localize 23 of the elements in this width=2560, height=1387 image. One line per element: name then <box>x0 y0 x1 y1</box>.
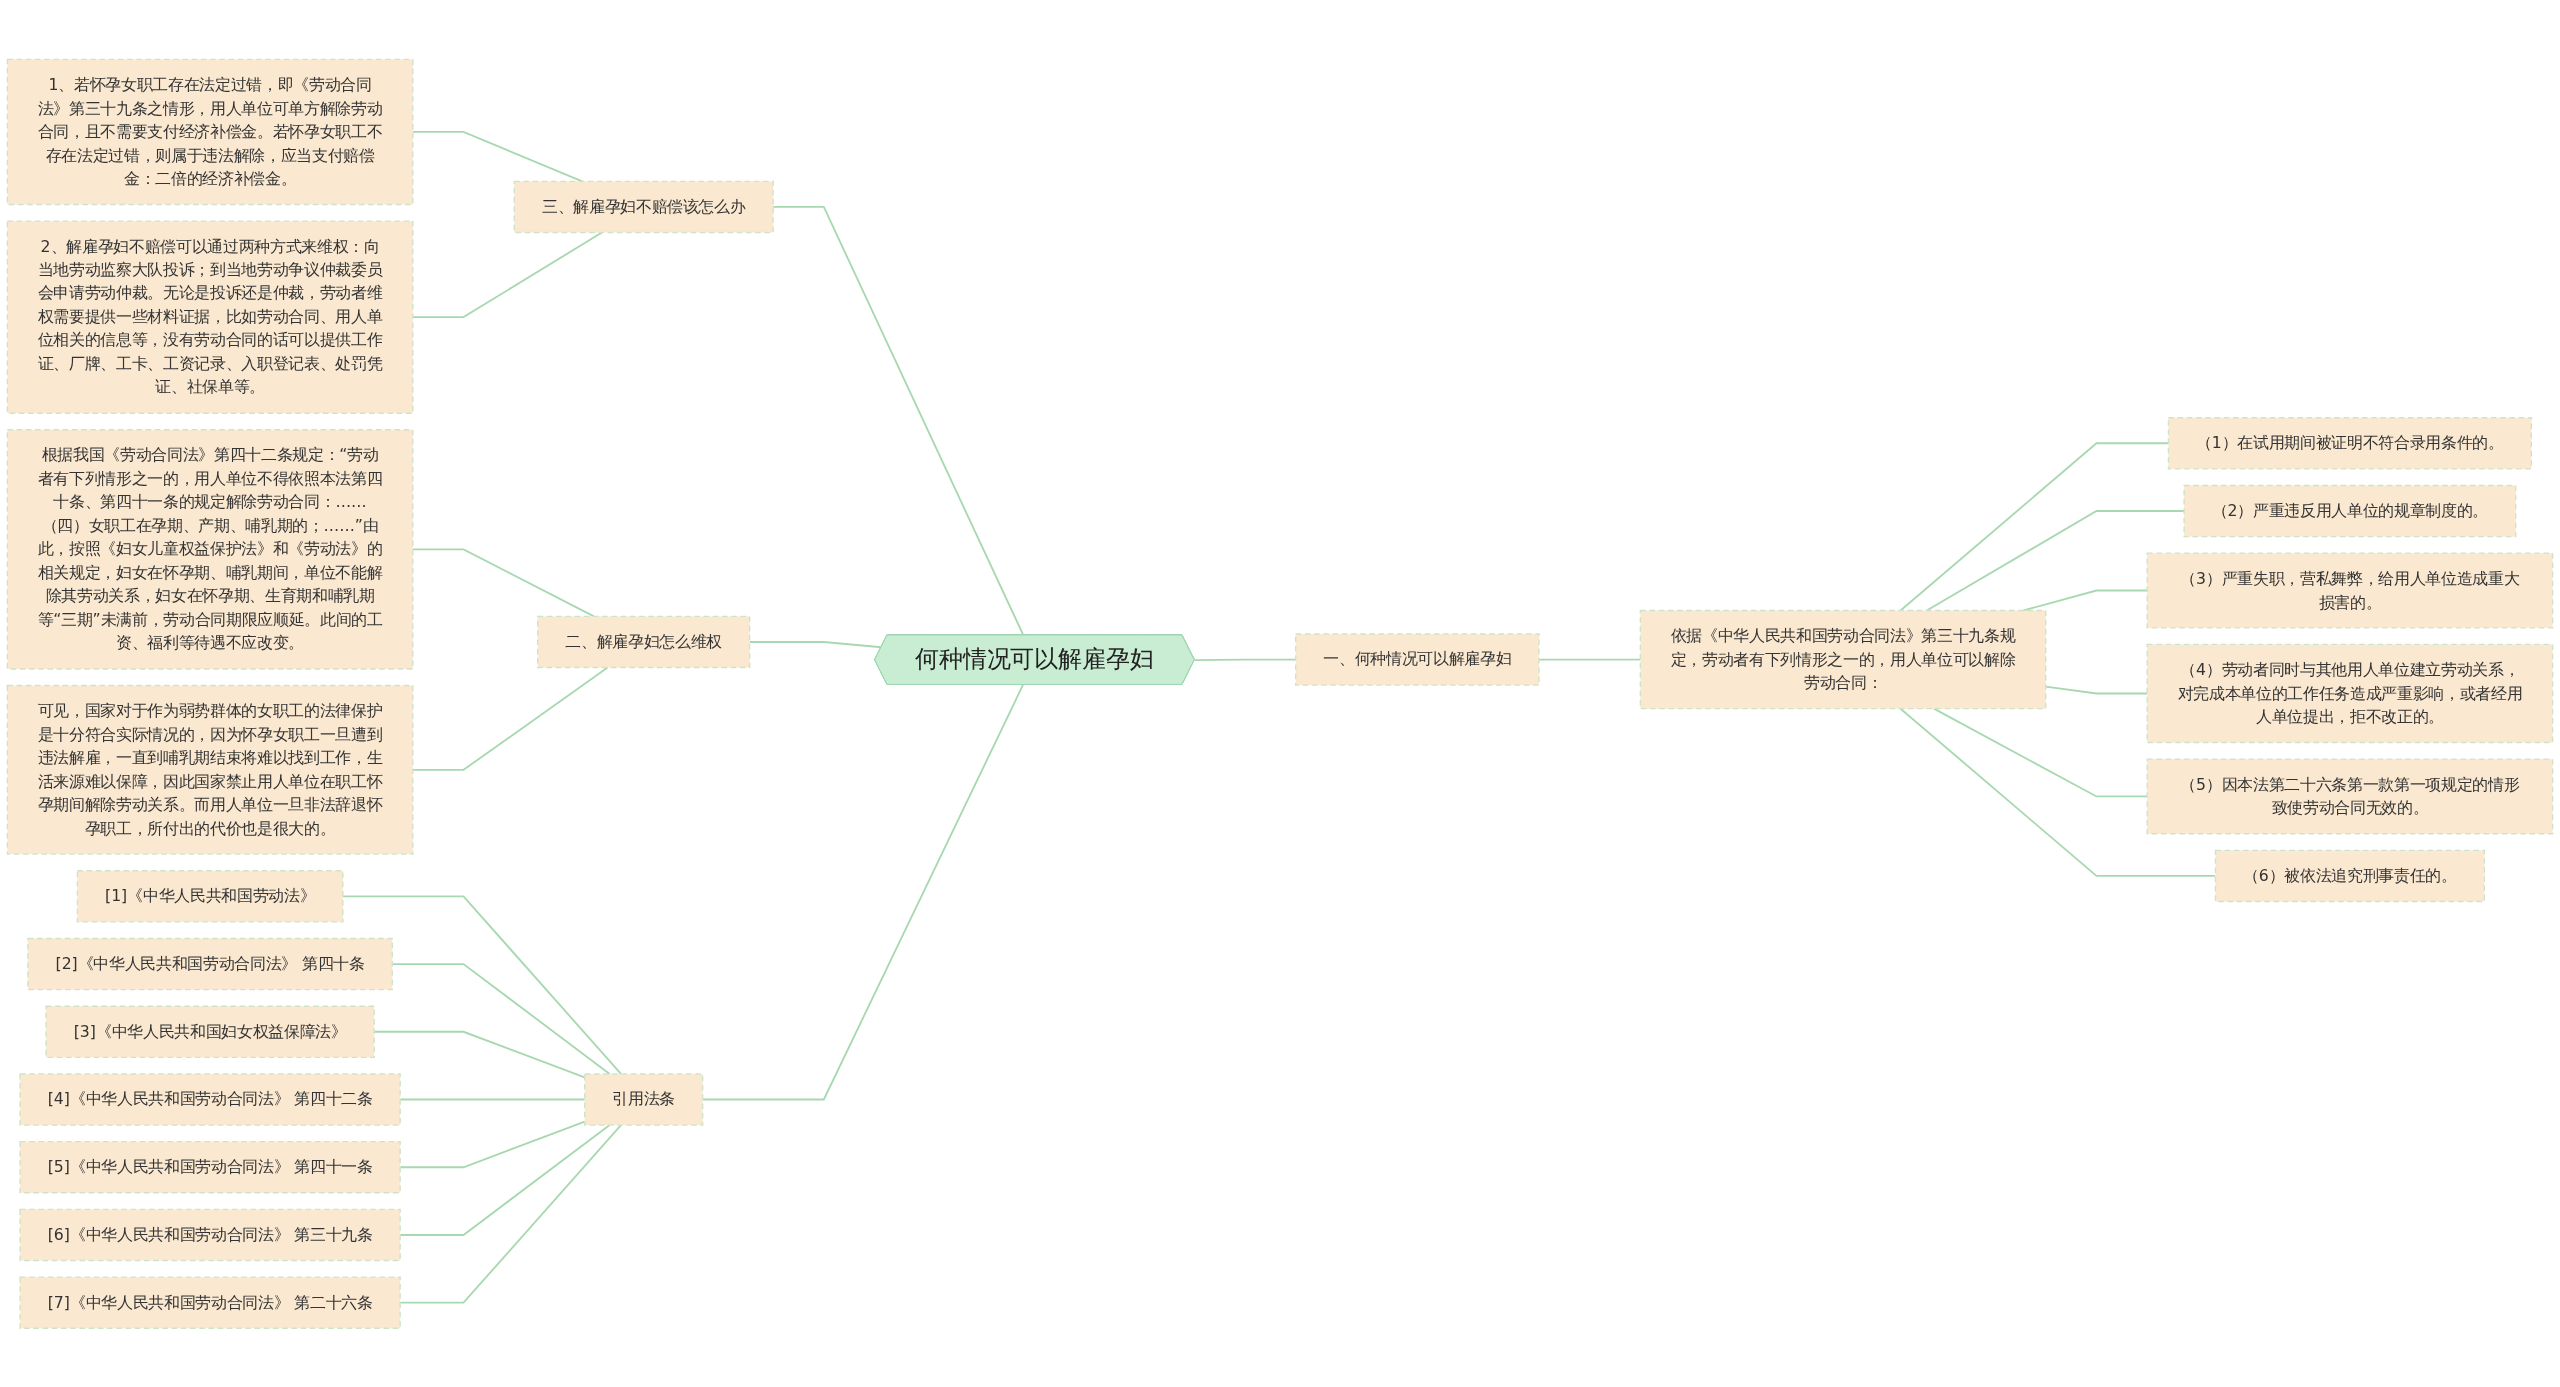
node-box: [6]《中华人民共和国劳动合同法》 第三十九条 <box>19 1208 401 1261</box>
node-box: 2、解雇孕妇不赔偿可以通过两种方式来维权：向当地劳动监察大队投诉；到当地劳动争议仲裁委员会申请劳动仲裁。无论是投诉还是仲裁，劳动者维权需要提供一些材料证据，比如劳动合同、用人单位相关的信息等，没有劳动合同的话可以提供工作证、厂牌、工卡、工资记录、入职登记表、处罚凭证、社保单等。 <box>6 220 414 414</box>
node-box: 依据《中华人民共和国劳动合同法》第三十九条规定，劳动者有下列情形之一的，用人单位可以解除劳动合同： <box>1639 609 2047 710</box>
connector <box>1925 509 2185 612</box>
node-box: 1、若怀孕女职工存在法定过错，即《劳动合同法》第三十九条之情形，用人单位可单方解除劳动合同，且不需要支付经济补偿金。若怀孕女职工不存在法定过错，则属于违法解除，应当支付赔偿金：二倍的经济补偿金。 <box>6 58 414 205</box>
node-box: 根据我国《劳动合同法》第四十二条规定：“劳动者有下列情形之一的，用人单位不得依照本法第四十条、第四十一条的规定解除劳动合同：……（四）女职工在孕期、产期、哺乳期的；……”由此，按照《妇女儿童权益保护法》和《劳动法》的相关规定，妇女在怀孕期、哺乳期间，单位不能解除其劳动关系，妇女在怀孕期、生育期和哺乳期等“三期”未满前，劳动合同期限应顺延。此间的工资、福利等待遇不应改变。 <box>6 428 414 670</box>
node-box: 二、解雇孕妇怎么维权 <box>537 615 751 668</box>
node-box: 一、何种情况可以解雇孕妇 <box>1295 633 1540 686</box>
node-box: （1）在试用期间被证明不符合录用条件的。 <box>2167 416 2533 470</box>
node-box: 可见，国家对于作为弱势群体的女职工的法律保护是十分符合实际情况的，因为怀孕女职工一旦遭到违法解雇，一直到哺乳期结束将难以找到工作，生活来源难以保障，因此国家禁止用人单位在职工怀孕期间解除劳动关系。而用人单位一旦非法辞退怀孕职工，所付出的代价也是很大的。 <box>6 684 414 855</box>
node-box: （6）被依法追究刑事责任的。 <box>2214 849 2486 902</box>
node-box: [2]《中华人民共和国劳动合同法》 第四十条 <box>27 937 393 990</box>
node-box: [5]《中华人民共和国劳动合同法》 第四十一条 <box>19 1140 401 1194</box>
node-box: [3]《中华人民共和国妇女权益保障法》 <box>45 1005 375 1058</box>
node-box: 三、解雇孕妇不赔偿该怎么办 <box>513 180 774 233</box>
node-box: （5）因本法第二十六条第一款第一项规定的情形致使劳动合同无效的。 <box>2146 758 2554 835</box>
node-box: （2）严重违反用人单位的规章制度的。 <box>2183 484 2517 537</box>
node-box: [1]《中华人民共和国劳动法》 <box>76 869 344 923</box>
node-box: 引用法条 <box>584 1072 704 1126</box>
node-box: （4）劳动者同时与其他用人单位建立劳动关系，对完成本单位的工作任务造成严重影响，或者经用人单位提出，拒不改正的。 <box>2146 643 2554 743</box>
node-box: （3）严重失职，营私舞弊，给用人单位造成重大损害的。 <box>2146 552 2554 629</box>
node-box: [7]《中华人民共和国劳动合同法》 第二十六条 <box>19 1276 401 1329</box>
node-box: [4]《中华人民共和国劳动合同法》 第四十二条 <box>19 1072 401 1126</box>
